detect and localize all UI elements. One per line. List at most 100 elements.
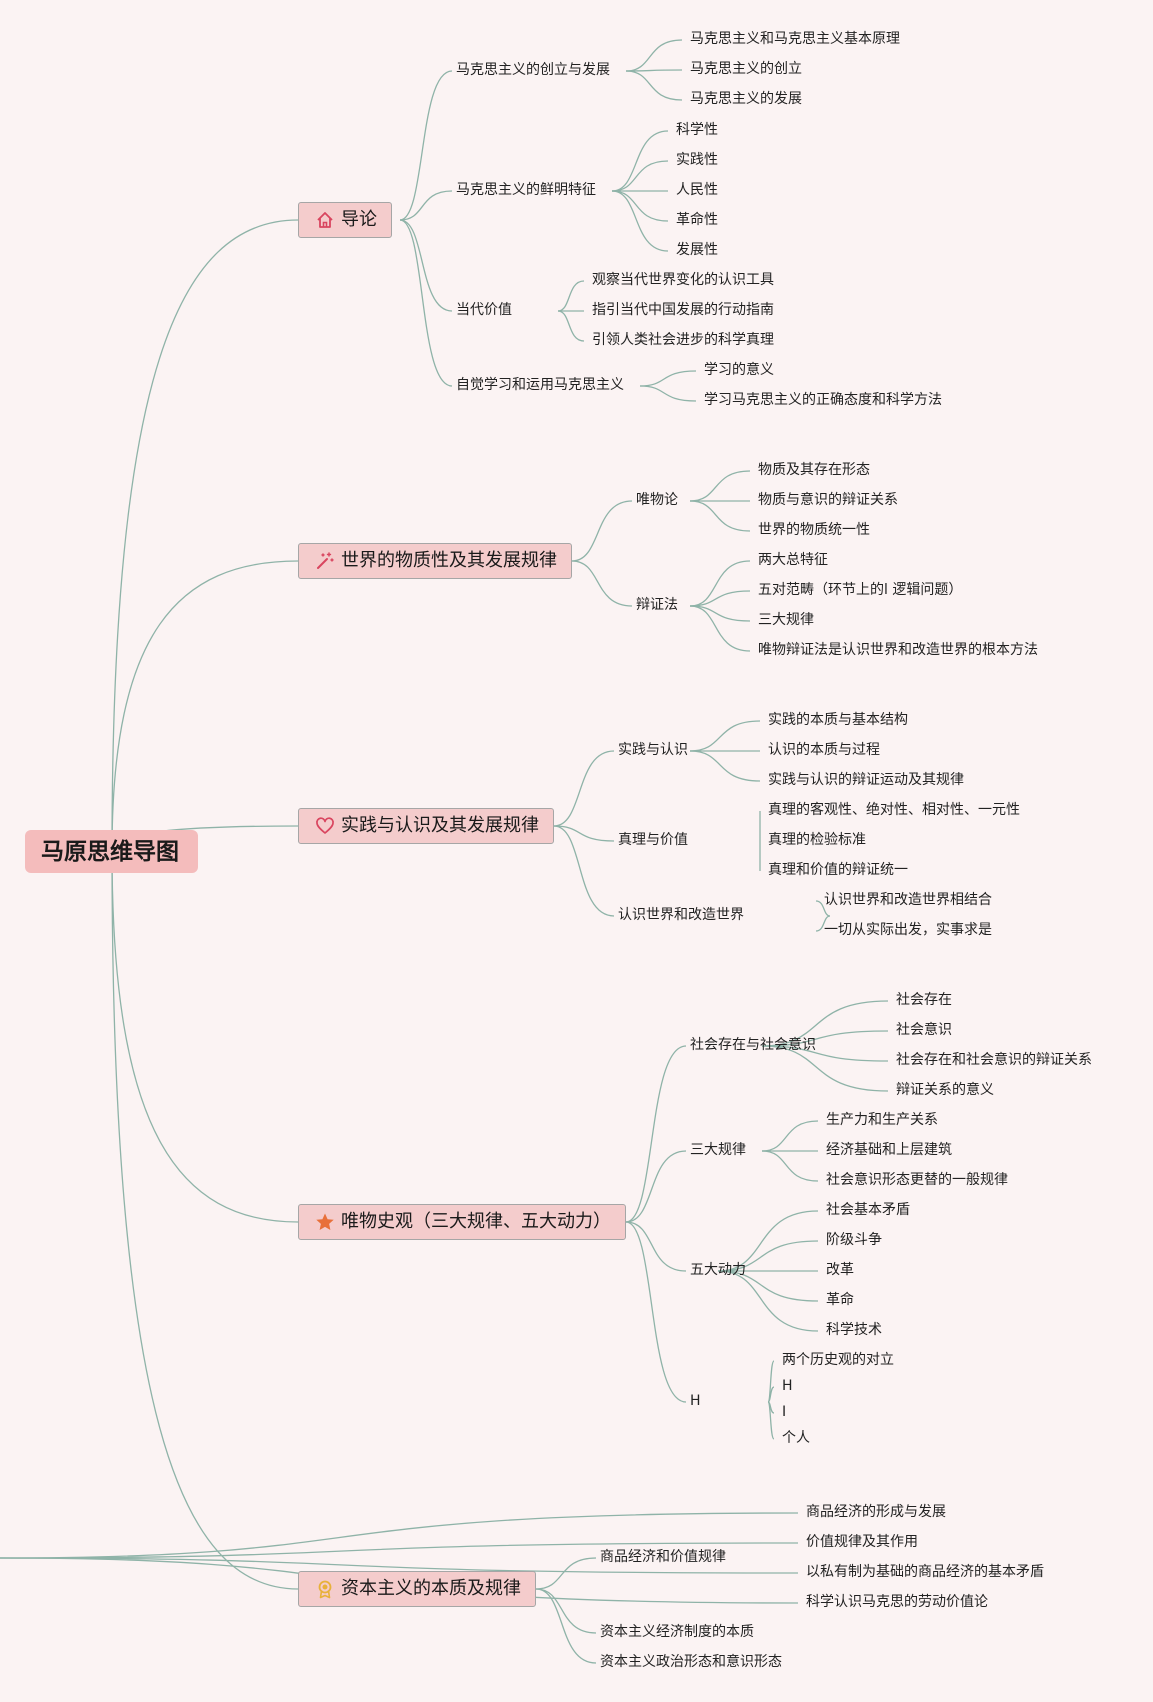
- connector-line: [761, 1030, 889, 1047]
- leaf-node[interactable]: 阶级斗争: [826, 1232, 882, 1248]
- connector-line: [399, 70, 453, 221]
- subtopic-node[interactable]: 实践与认识: [618, 742, 688, 758]
- connector-line: [689, 750, 761, 782]
- connector-line: [689, 470, 751, 502]
- connector-line: [815, 915, 831, 932]
- connector-line: [557, 280, 585, 312]
- branch-node[interactable]: 实践与认识及其发展规律: [298, 808, 554, 844]
- leaf-node[interactable]: 一切从实际出发，实事求是: [824, 922, 992, 938]
- connector-line: [639, 385, 697, 402]
- branch-node[interactable]: 世界的物质性及其发展规律: [298, 543, 572, 579]
- leaf-node[interactable]: 世界的物质统一性: [758, 522, 870, 538]
- subtopic-node[interactable]: 真理与价值: [618, 832, 688, 848]
- leaf-node[interactable]: 马克思主义和马克思主义基本原理: [690, 31, 900, 47]
- leaf-node[interactable]: 发展性: [676, 242, 718, 258]
- connector-line: [625, 39, 683, 72]
- connector-line: [625, 70, 683, 101]
- magic-wand-icon: [315, 551, 335, 571]
- leaf-node[interactable]: H: [782, 1378, 793, 1394]
- leaf-node[interactable]: 真理和价值的辩证统一: [768, 862, 908, 878]
- leaf-node[interactable]: 两大总特征: [758, 552, 828, 568]
- branch-node[interactable]: 唯物史观（三大规律、五大动力）: [298, 1204, 626, 1240]
- connector-line: [553, 825, 615, 917]
- root-node[interactable]: 马原思维导图: [25, 830, 198, 873]
- leaf-node[interactable]: 认识世界和改造世界相结合: [824, 892, 992, 908]
- leaf-node[interactable]: 实践与认识的辩证运动及其规律: [768, 772, 964, 788]
- subtopic-node[interactable]: 当代价值: [456, 302, 512, 318]
- leaf-node[interactable]: 商品经济的形成与发展: [806, 1504, 946, 1520]
- subtopic-node[interactable]: 资本主义经济制度的本质: [600, 1624, 754, 1640]
- leaf-node[interactable]: 真理的客观性、绝对性、相对性、一元性: [768, 802, 1020, 818]
- connector-line: [399, 190, 453, 221]
- leaf-node[interactable]: 科学性: [676, 122, 718, 138]
- leaf-node[interactable]: 以私有制为基础的商品经济的基本矛盾: [806, 1564, 1044, 1580]
- leaf-node[interactable]: 革命性: [676, 212, 718, 228]
- leaf-node[interactable]: 学习的意义: [704, 362, 774, 378]
- leaf-node[interactable]: 物质及其存在形态: [758, 462, 870, 478]
- connector-line: [625, 1221, 687, 1272]
- connector-line: [611, 130, 669, 192]
- leaf-node[interactable]: 社会意识形态更替的一般规律: [826, 1172, 1008, 1188]
- subtopic-node[interactable]: 社会存在与社会意识: [690, 1037, 816, 1053]
- connector-line: [557, 310, 585, 342]
- leaf-node[interactable]: 改革: [826, 1262, 854, 1278]
- subtopic-node[interactable]: 商品经济和价值规律: [600, 1549, 726, 1565]
- leaf-node[interactable]: 科学技术: [826, 1322, 882, 1338]
- leaf-node[interactable]: 经济基础和上层建筑: [826, 1142, 952, 1158]
- leaf-node[interactable]: 科学认识马克思的劳动价值论: [806, 1594, 988, 1610]
- leaf-node[interactable]: 社会存在: [896, 992, 952, 1008]
- leaf-node[interactable]: 物质与意识的辩证关系: [758, 492, 898, 508]
- leaf-node[interactable]: 马克思主义的创立: [690, 61, 802, 77]
- leaf-node[interactable]: 生产力和生产关系: [826, 1112, 938, 1128]
- connector-line: [761, 1150, 819, 1182]
- branch-node[interactable]: 导论: [298, 202, 392, 238]
- subtopic-node[interactable]: 认识世界和改造世界: [618, 907, 744, 923]
- leaf-node[interactable]: 五对范畴（环节上的l 逻辑问题）: [758, 582, 963, 598]
- leaf-node[interactable]: 两个历史观的对立: [782, 1352, 894, 1368]
- connector-line: [611, 190, 669, 252]
- subtopic-node[interactable]: H: [690, 1393, 701, 1409]
- subtopic-node[interactable]: 三大规律: [690, 1142, 746, 1158]
- leaf-node[interactable]: 学习马克思主义的正确态度和科学方法: [704, 392, 942, 408]
- heart-icon: [315, 816, 335, 836]
- leaf-node[interactable]: 实践的本质与基本结构: [768, 712, 908, 728]
- leaf-node[interactable]: I: [782, 1404, 787, 1420]
- leaf-node[interactable]: 社会意识: [896, 1022, 952, 1038]
- leaf-node[interactable]: 唯物辩证法是认识世界和改造世界的根本方法: [758, 642, 1038, 658]
- leaf-node[interactable]: 辩证关系的意义: [896, 1082, 994, 1098]
- leaf-node[interactable]: 认识的本质与过程: [768, 742, 880, 758]
- connector-line: [0, 1557, 799, 1574]
- leaf-node[interactable]: 社会存在和社会意识的辩证关系: [896, 1052, 1092, 1068]
- leaf-node[interactable]: 观察当代世界变化的认识工具: [592, 272, 774, 288]
- leaf-node[interactable]: 社会基本矛盾: [826, 1202, 910, 1218]
- connector-line: [625, 1221, 687, 1403]
- leaf-node[interactable]: 指引当代中国发展的行动指南: [592, 302, 774, 318]
- connector-line: [639, 370, 697, 387]
- connector-line: [571, 560, 633, 607]
- connector-line: [689, 720, 761, 752]
- leaf-node[interactable]: 引领人类社会进步的科学真理: [592, 332, 774, 348]
- subtopic-node[interactable]: 马克思主义的鲜明特征: [456, 182, 596, 198]
- leaf-node[interactable]: 革命: [826, 1292, 854, 1308]
- subtopic-node[interactable]: 五大动力: [690, 1262, 746, 1278]
- leaf-node[interactable]: 三大规律: [758, 612, 814, 628]
- connector-line: [111, 219, 299, 852]
- leaf-node[interactable]: 价值规律及其作用: [806, 1534, 918, 1550]
- branch-label: 实践与认识及其发展规律: [341, 815, 539, 836]
- connector-line: [767, 1401, 775, 1440]
- leaf-node[interactable]: 个人: [782, 1430, 810, 1446]
- leaf-node[interactable]: 马克思主义的发展: [690, 91, 802, 107]
- subtopic-node[interactable]: 辩证法: [636, 597, 678, 613]
- subtopic-node[interactable]: 马克思主义的创立与发展: [456, 62, 610, 78]
- subtopic-node[interactable]: 资本主义政治形态和意识形态: [600, 1654, 782, 1670]
- subtopic-node[interactable]: 唯物论: [636, 492, 678, 508]
- leaf-node[interactable]: 人民性: [676, 182, 718, 198]
- subtopic-node[interactable]: 自觉学习和运用马克思主义: [456, 377, 624, 393]
- connector-line: [611, 190, 669, 222]
- branch-node[interactable]: 资本主义的本质及规律: [298, 1571, 536, 1607]
- branch-label: 资本主义的本质及规律: [341, 1578, 521, 1599]
- home-icon: [315, 210, 335, 230]
- leaf-node[interactable]: 实践性: [676, 152, 718, 168]
- leaf-node[interactable]: 真理的检验标准: [768, 832, 866, 848]
